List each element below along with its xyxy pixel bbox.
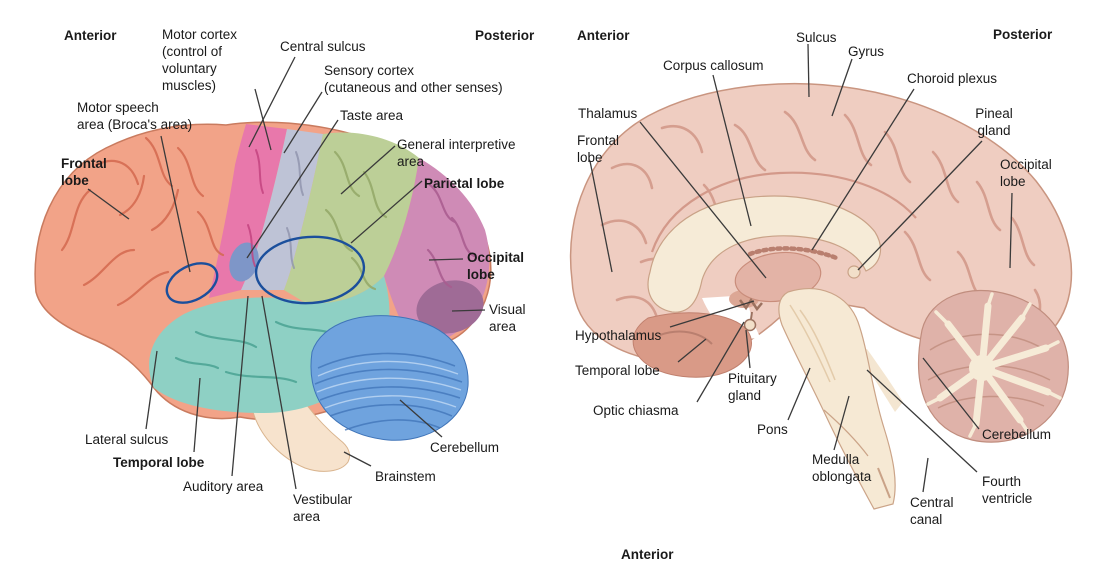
- leader-lateral-sulcus: [145, 350, 158, 430]
- cerebellum-striations: [314, 352, 463, 431]
- label-hypothalamus: Hypothalamus: [575, 328, 662, 343]
- arbor-vitae: [926, 292, 1062, 438]
- leader-general-interpretive: [340, 145, 396, 195]
- lateral-leader-lines: [87, 56, 486, 490]
- label-parietal-lobe: Parietal lobe: [424, 176, 505, 191]
- label-anterior-right-bottom: Anterior: [621, 547, 674, 562]
- visual-area-region: [416, 280, 484, 334]
- leader-taste-area: [246, 119, 339, 259]
- label-temporal-lobe-left: Temporal lobe: [113, 455, 205, 470]
- cingulate-sulcus-line: [650, 171, 917, 253]
- label-gyrus: Gyrus: [848, 44, 885, 59]
- leader-choroid-plexus: [811, 88, 915, 251]
- cerebellum-striations-light: [316, 360, 462, 409]
- label-cerebellum-left: Cerebellum: [430, 440, 500, 455]
- label-temporal-lobe-right: Temporal lobe: [575, 363, 660, 378]
- motor-strip-texture: [247, 149, 264, 267]
- label-pons: Pons: [757, 422, 788, 437]
- leader-visual-area: [451, 309, 486, 312]
- leader-fourth-ventricle: [866, 369, 978, 473]
- interpretive-area-ellipse-annotation: [254, 235, 366, 305]
- label-auditory-area: Auditory area: [183, 479, 264, 494]
- leader-vestibular-area: [261, 295, 297, 490]
- leader-optic-chiasma: [696, 321, 745, 403]
- leader-brainstem: [343, 451, 372, 467]
- leader-sulcus: [807, 43, 810, 98]
- leader-motor-speech: [160, 135, 191, 273]
- leader-central-sulcus: [248, 56, 296, 148]
- label-central-sulcus: Central sulcus: [280, 39, 366, 54]
- pineal-gland-region: [847, 265, 861, 279]
- leader-cerebellum-medial: [922, 357, 980, 430]
- medial-brain-illustration: [569, 82, 1073, 510]
- label-lateral-sulcus: Lateral sulcus: [85, 432, 169, 447]
- leader-occipital-lobe: [428, 258, 464, 261]
- label-thalamus: Thalamus: [578, 106, 638, 121]
- leader-frontal-lobe: [87, 188, 130, 220]
- leader-hypothalamus: [669, 300, 755, 328]
- leader-occipital-lobe-medial: [1009, 192, 1013, 269]
- sensory-cortex-region: [241, 129, 323, 290]
- label-posterior-left: Posterior: [475, 28, 535, 43]
- parietal-lobe-region: [284, 132, 419, 303]
- leader-parietal-lobe: [350, 180, 423, 244]
- choroid-plexus-region: [747, 246, 842, 262]
- pituitary-stalk: [750, 311, 753, 320]
- leader-central-canal: [922, 457, 929, 493]
- optic-chiasma-region: [739, 297, 763, 312]
- lateral-brain-illustration: [34, 121, 492, 472]
- label-anterior-left: Anterior: [64, 28, 117, 43]
- label-sensory-cortex: Sensory cortex(cutaneous and other sense…: [324, 63, 503, 95]
- central-canal-region: [877, 467, 891, 499]
- label-posterior-right: Posterior: [993, 27, 1053, 42]
- label-brainstem: Brainstem: [375, 469, 436, 484]
- leader-corpus-callosum: [712, 74, 752, 227]
- label-corpus-callosum: Corpus callosum: [663, 58, 764, 73]
- leader-medulla-oblongata: [833, 395, 850, 451]
- leader-cerebellum: [399, 399, 443, 438]
- pituitary-gland-region: [743, 318, 757, 332]
- frontal-gyri-texture: [60, 136, 225, 307]
- label-anterior-right-top: Anterior: [577, 28, 630, 43]
- broca-area-ellipse-annotation: [165, 262, 219, 304]
- pons-medulla-divider: [823, 409, 869, 457]
- leader-gyrus: [831, 58, 853, 117]
- leader-thalamus: [639, 121, 767, 279]
- leader-pons: [787, 367, 811, 421]
- leader-temporal-lobe: [193, 377, 201, 453]
- leader-pineal-gland: [857, 140, 983, 271]
- label-sulcus: Sulcus: [796, 30, 837, 45]
- leader-temporal-lobe-medial: [677, 338, 707, 363]
- occipital-gyri-texture: [426, 183, 476, 289]
- label-cerebellum-right: Cerebellum: [982, 427, 1052, 442]
- label-optic-chiasma: Optic chiasma: [593, 403, 679, 418]
- leader-auditory-area: [231, 295, 249, 477]
- label-taste-area: Taste area: [340, 108, 404, 123]
- leader-pituitary-gland: [745, 329, 751, 369]
- medial-leader-lines: [589, 43, 1013, 493]
- temporal-texture: [659, 330, 713, 345]
- sensory-strip-texture: [286, 151, 304, 269]
- label-choroid-plexus: Choroid plexus: [907, 71, 998, 86]
- pons-texture: [789, 304, 836, 383]
- corpus-callosum-region: [647, 195, 882, 313]
- leader-frontal-lobe-medial: [589, 160, 613, 273]
- motor-cortex-region: [209, 124, 287, 298]
- leader-sensory-cortex: [283, 91, 323, 154]
